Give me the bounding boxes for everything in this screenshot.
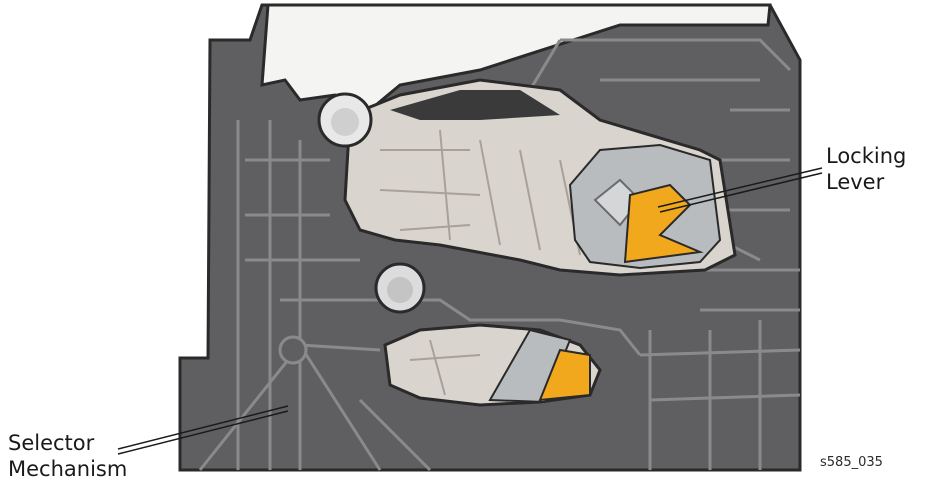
selector-mechanism-label-line2: Mechanism bbox=[8, 456, 127, 482]
locking-lever-label-line2: Lever bbox=[826, 169, 906, 195]
boss-middle bbox=[376, 264, 424, 312]
figure-id: s585_035 bbox=[820, 455, 883, 470]
boss-lower bbox=[280, 337, 306, 363]
selector-mechanism-label: Selector Mechanism bbox=[8, 430, 127, 482]
locking-lever-label: Locking Lever bbox=[826, 143, 906, 195]
locking-lever-label-line1: Locking bbox=[826, 143, 906, 169]
selector-mechanism-label-line1: Selector bbox=[8, 430, 127, 456]
boss-upper bbox=[319, 94, 371, 146]
